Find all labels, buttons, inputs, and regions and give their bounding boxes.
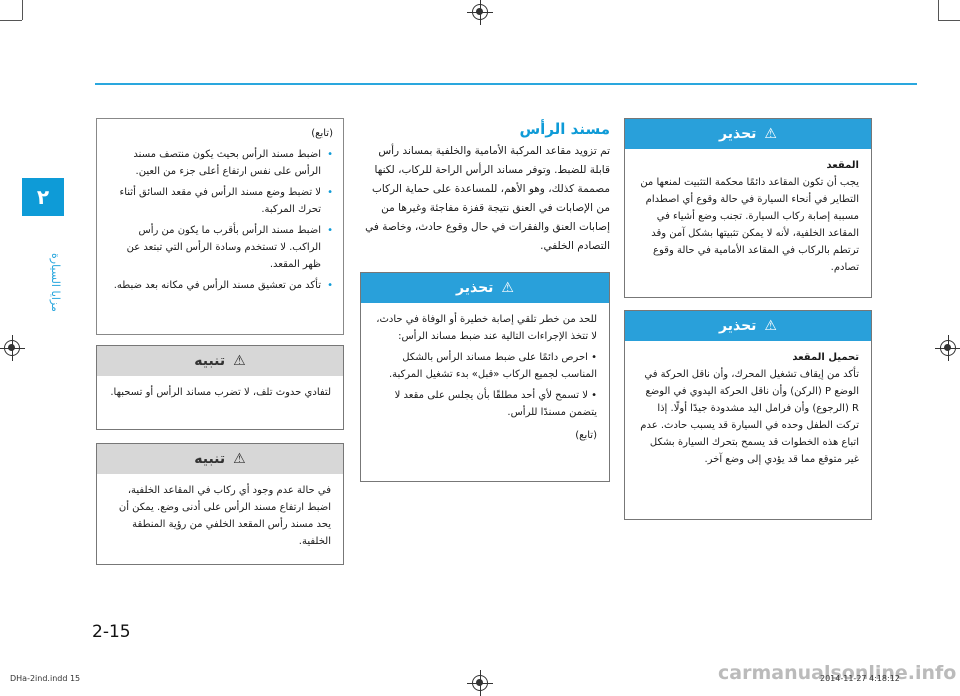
warning-triangle-icon: ⚠ [764, 318, 777, 334]
list-item: اضبط مسند الرأس بأقرب ما يكون من رأس الر… [107, 222, 333, 273]
notice-body: لتفادي حدوث تلف، لا تضرب مساند الرأس أو … [110, 387, 331, 398]
crop-mark [22, 0, 23, 20]
list-item: تأكد من تعشيق مسند الرأس في مكانه بعد ضب… [107, 277, 333, 294]
warning-body: تحميل المقعد تأكد من إيقاف تشغيل المحرك،… [625, 341, 871, 476]
warning-box-right-1: ⚠ تحذير المقعد يجب أن تكون المقاعد دائمً… [624, 118, 872, 298]
warning-item: • لا تسمح لأي أحد مطلقًا بأن يجلس على مق… [394, 390, 597, 418]
warning-subtitle: المقعد [826, 160, 859, 171]
warning-box-center: ⚠ تحذير للحد من خطر تلقي إصابة خطيرة أو … [360, 272, 610, 482]
caution-triangle-icon: ⚠ [233, 353, 246, 369]
crop-mark [0, 20, 22, 21]
warning-text: يجب أن تكون المقاعد دائمًا محكمة التثبيت… [640, 177, 859, 273]
warning-triangle-icon: ⚠ [764, 126, 777, 142]
notice-title: تنبيه [194, 353, 226, 369]
warning-continued: (تابع) [575, 430, 597, 441]
caution-triangle-icon: ⚠ [233, 451, 246, 467]
warning-body: المقعد يجب أن تكون المقاعد دائمًا محكمة … [625, 149, 871, 284]
footer-timestamp: 2014-11-27 4:18:12 [820, 674, 900, 683]
chapter-title: مزايا السيارة [49, 252, 62, 312]
registration-mark-right [935, 335, 960, 361]
list-box-header: (تابع) [311, 128, 333, 139]
section-title: مسند الرأس [519, 120, 610, 138]
warning-header: ⚠ تحذير [625, 311, 871, 341]
warning-title: تحذير [719, 318, 757, 334]
warning-triangle-icon: ⚠ [501, 280, 514, 296]
registration-mark-bottom [467, 670, 493, 696]
chapter-tab: ٢ [22, 178, 64, 216]
list-item: اضبط مسند الرأس بحيث يكون منتصف مسند الر… [107, 146, 333, 180]
list: اضبط مسند الرأس بحيث يكون منتصف مسند الر… [107, 146, 333, 294]
header-rule [95, 83, 917, 85]
list-box: (تابع) اضبط مسند الرأس بحيث يكون منتصف م… [96, 118, 344, 335]
warning-intro: للحد من خطر تلقي إصابة خطيرة أو الوفاة ف… [376, 314, 597, 342]
warning-box-right-2: ⚠ تحذير تحميل المقعد تأكد من إيقاف تشغيل… [624, 310, 872, 520]
notice-title: تنبيه [194, 451, 226, 467]
registration-mark-left [0, 335, 25, 361]
warning-body: للحد من خطر تلقي إصابة خطيرة أو الوفاة ف… [361, 303, 609, 452]
warning-header: ⚠ تحذير [625, 119, 871, 149]
section-body: تم تزويد مقاعد المركبة الأمامية والخلفية… [365, 145, 610, 252]
notice-header: ⚠ تنبيه [97, 444, 343, 474]
warning-title: تحذير [456, 280, 494, 296]
watermark: carmanualsonline.info [718, 662, 957, 684]
list-item: لا تضبط وضع مسند الرأس في مقعد السائق أث… [107, 184, 333, 218]
notice-header: ⚠ تنبيه [97, 346, 343, 376]
registration-mark-top [467, 0, 493, 25]
page-number: 2-15 [92, 622, 131, 642]
notice-box-1: ⚠ تنبيه لتفادي حدوث تلف، لا تضرب مساند ا… [96, 345, 344, 430]
crop-mark [938, 20, 960, 21]
warning-item: • احرص دائمًا على ضبط مساند الرأس بالشكل… [388, 352, 597, 380]
warning-title: تحذير [719, 126, 757, 142]
footer-file-info: DHa-2ind.indd 15 [10, 674, 81, 683]
warning-header: ⚠ تحذير [361, 273, 609, 303]
notice-body: في حالة عدم وجود أي ركاب في المقاعد الخل… [118, 485, 331, 547]
crop-mark [938, 0, 939, 20]
notice-box-2: ⚠ تنبيه في حالة عدم وجود أي ركاب في المق… [96, 443, 344, 565]
chapter-number: ٢ [36, 185, 50, 209]
warning-text: تأكد من إيقاف تشغيل المحرك، وأن ناقل الح… [640, 369, 859, 465]
warning-subtitle: تحميل المقعد [792, 352, 859, 363]
